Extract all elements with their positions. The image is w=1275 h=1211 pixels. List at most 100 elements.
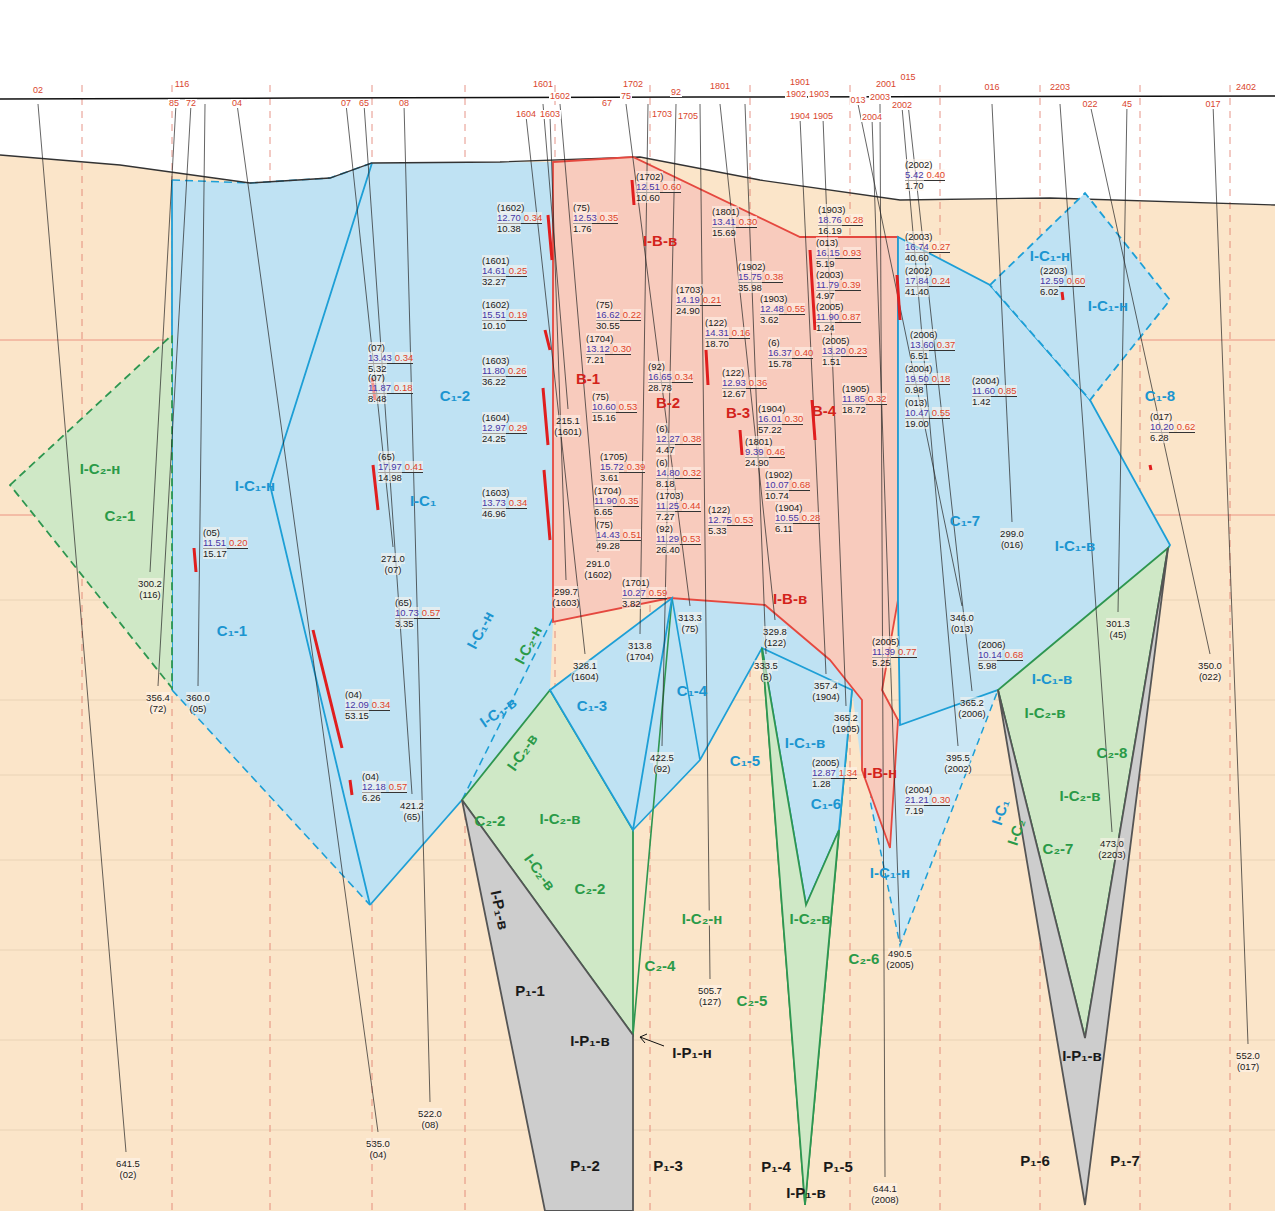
depth-value: 301.3 [1106,618,1130,629]
grade-value: 0.39 [627,461,646,472]
thickness-value: 16.74 [905,241,929,252]
hole-number: (1905) [832,723,859,734]
borehole-number: 017 [1204,100,1221,109]
depth-value: 505.7 [698,985,722,996]
metal-value: 15.16 [592,412,616,423]
text-row: 357.4 [812,680,839,691]
hole-number: (04) [370,1149,387,1160]
text-row: 1801 [710,82,730,91]
hole-depth: 271.0(07) [381,553,405,575]
grade-value: 0.55 [787,303,806,314]
metal-value: 16.19 [818,225,842,236]
grade-value: 0.60 [1067,275,1086,286]
zone-shape [550,598,672,830]
intercept-annotation: (013)10.470.5519.00 [905,398,950,429]
depth-value: 422.5 [650,752,674,763]
text-row: 8.18 [656,479,701,489]
text-row: 299.0 [1000,528,1024,539]
depth-value: 552.0 [1236,1050,1260,1061]
thickness-value: 12.09 [345,699,369,710]
depth-value: 365.2 [960,697,984,708]
grade-value: 0.34 [524,212,543,223]
thickness-value: 12.53 [573,212,597,223]
grade-value: 0.57 [389,781,408,792]
borehole-number: 75 [621,91,631,101]
text-row: 08 [399,99,409,108]
borehole-number: 1705 [677,112,699,121]
text-row: (2008) [871,1194,898,1205]
hole-number: (2203) [1098,849,1125,860]
hole-number: (2008) [871,1194,898,1205]
zone-label: I-C₁-н [1088,298,1128,313]
text-row: 24.90 [676,306,721,316]
text-row: 313.3 [678,612,702,623]
text-row: 7.19 [905,806,950,816]
zone-shape [998,548,1168,1205]
hole-number: (1704) [626,651,653,662]
thickness-value: 17.97 [378,461,402,472]
depth-value: 473.0 [1100,838,1124,849]
zone-label: C₂-2 [475,813,506,828]
thickness-value: 10.47 [905,407,929,418]
hole-depth: 360.0(05) [186,692,210,714]
text-row: 2402 [1236,83,1256,92]
grade-value: 0.20 [229,537,248,548]
intercept-annotation: (122)14.310.1618.70 [705,318,750,349]
hole-depth: 365.2(2006) [958,697,985,719]
thickness-value: 11.79 [816,279,839,290]
thickness-value: 15.51 [482,309,506,320]
text-row: 1901 [790,78,810,87]
zone-label: I-C₂-н [682,911,723,926]
intercept-annotation: (04)12.180.576.26 [362,772,407,803]
text-row: 013 [850,96,865,105]
thickness-value: 10.20 [1150,421,1174,432]
text-row: 5.19 [816,259,861,269]
rock-zone: I-P₁-вP₁-1I-P₁-вP₁-2 [462,800,633,1211]
thickness-value: 11.87 [368,382,391,393]
grade-value: 0.16 [732,327,751,338]
hole-depth: 641.5(02) [116,1158,140,1180]
text-row: (1604) [571,671,598,682]
hole-number: (122) [764,637,786,648]
thickness-value: 13.12 [586,343,610,354]
text-row: (1602) [584,569,611,580]
intercept-annotation: (2006)13.600.376.51 [910,330,955,361]
metal-value: 19.00 [905,418,929,429]
text-row: 271.0 [381,553,405,564]
zone-label: P₁-2 [570,1158,600,1173]
text-row: 1902 [786,90,806,99]
intercept-annotation: (1702)12.510.6010.60 [636,172,681,203]
text-row: 67 [602,99,612,108]
intercept-annotation: (75)14.430.5149.28 [596,520,641,551]
thickness-value: 14.19 [676,294,700,305]
grade-value: 0.28 [802,512,821,523]
zone-label: P₁-3 [653,1158,683,1173]
text-row: 017 [1205,100,1220,109]
borehole-number: 1601 [532,80,554,89]
borehole-number: 017 [1205,99,1220,109]
text-row: C₁-5 [730,753,760,768]
zone-label: C₁-3 [577,698,607,713]
depth-value: 522.0 [418,1108,442,1119]
grade-value: 0.44 [682,500,701,511]
zone-label: I-C₁-в [477,694,519,729]
hole-depth: 490.5(2005) [886,948,913,970]
text-row: 1602 [550,92,570,101]
intercept-annotation: (6)16.370.4015.78 [768,338,813,369]
borehole-number: 75 [620,92,632,101]
intercept-annotation: (92)11.290.5326.40 [656,524,701,555]
text-row: 75 [621,92,631,101]
zone-shape [462,800,633,1211]
zone-label: C₂-4 [645,957,676,974]
hole-depth: 291.0(1602) [584,558,611,580]
zone-label: B-2 [656,395,680,410]
metal-value: 10.60 [636,192,660,203]
zone-label: P₁-5 [823,1159,853,1174]
ore-zone: C₁-3 [550,598,672,830]
depth-value: 313.8 [628,640,652,651]
text-row: (45) [1106,629,1130,640]
zone-outline [998,548,1168,1205]
text-row: 116 [175,80,189,89]
depth-value: 299.7 [554,586,578,597]
